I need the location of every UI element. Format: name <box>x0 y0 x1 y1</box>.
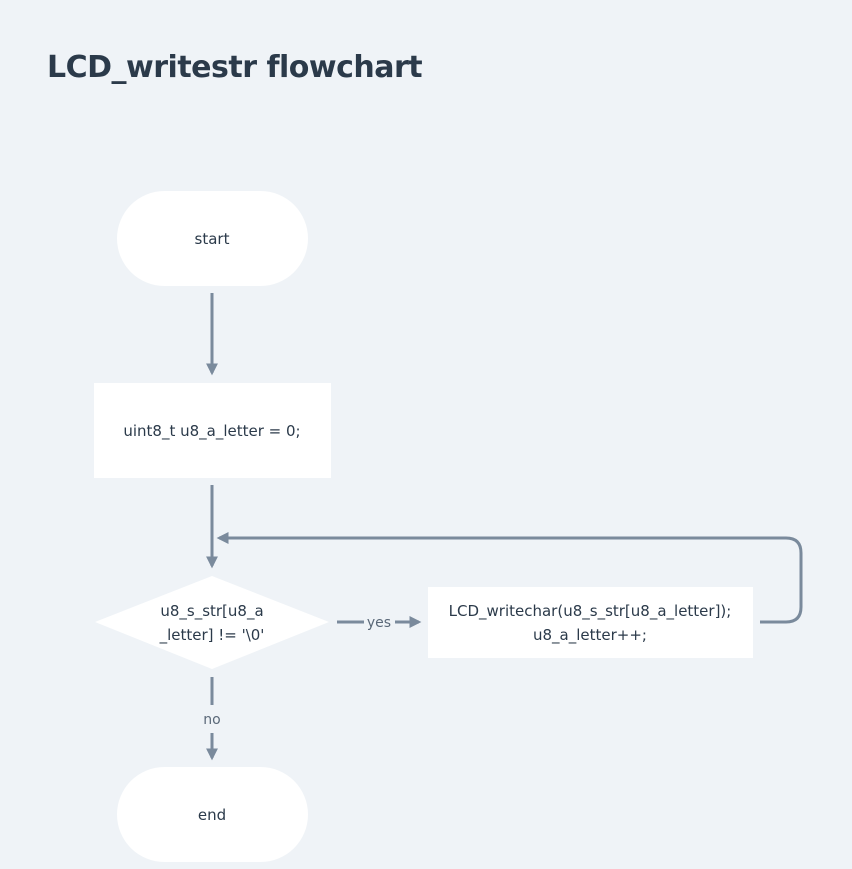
edge-yes-label: yes <box>367 615 391 631</box>
page-title: LCD_writestr flowchart <box>47 50 423 85</box>
process-node-label-line1: LCD_writechar(u8_s_str[u8_a_letter]); <box>449 602 732 621</box>
condition-node-label-line1: u8_s_str[u8_a <box>160 602 263 621</box>
start-node[interactable]: start <box>117 191 308 286</box>
condition-node-label-line2: _letter] != '\0' <box>159 626 265 645</box>
process-node[interactable]: LCD_writechar(u8_s_str[u8_a_letter]); u8… <box>428 587 753 658</box>
edge-loop-back <box>216 532 803 624</box>
condition-node[interactable]: u8_s_str[u8_a _letter] != '\0' <box>95 576 329 669</box>
end-node[interactable]: end <box>117 767 308 862</box>
start-node-label: start <box>195 230 230 248</box>
edge-no-label: no <box>203 712 220 728</box>
end-node-label: end <box>198 806 226 824</box>
init-node[interactable]: uint8_t u8_a_letter = 0; <box>94 383 331 478</box>
process-node-label-line2: u8_a_letter++; <box>533 626 647 645</box>
init-node-label: uint8_t u8_a_letter = 0; <box>123 422 300 441</box>
